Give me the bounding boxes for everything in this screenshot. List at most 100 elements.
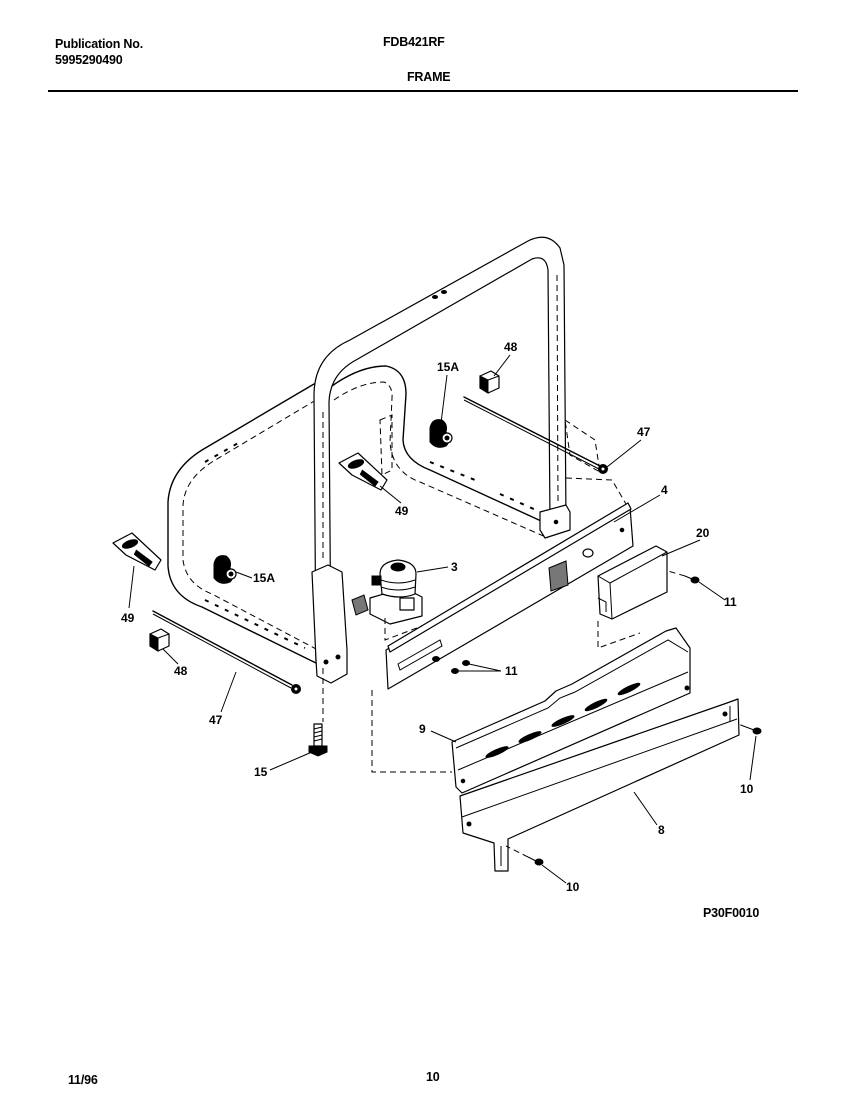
callout-49-upper: 49 <box>395 504 409 518</box>
rail-slot <box>397 639 443 671</box>
screw-head <box>752 727 762 735</box>
frame-top-hole <box>441 290 447 294</box>
leader-lines <box>128 354 757 884</box>
screw-shank <box>745 726 755 731</box>
assembly-line <box>737 723 747 728</box>
rod-shaft-edge <box>463 399 600 470</box>
leader-10-bottom <box>541 864 567 884</box>
rod-eye-hole <box>601 467 605 471</box>
callout-3: 3 <box>451 560 458 574</box>
panel-8-hole <box>722 711 728 717</box>
clip-15a-left <box>213 555 237 584</box>
rod-eye-hole <box>294 687 298 691</box>
leader-15a-left <box>235 571 253 579</box>
panel-8-hole <box>466 821 472 827</box>
panel-9-louver <box>551 715 575 727</box>
footer-date: 11/96 <box>68 1073 98 1087</box>
frame-left-loop-outer <box>167 383 319 665</box>
screw-head <box>534 858 544 866</box>
frame-right-rail-holes <box>429 461 546 515</box>
channel-body <box>597 545 668 620</box>
panel-8 <box>459 698 740 872</box>
panel-8-body <box>459 698 740 872</box>
callout-15a-left: 15A <box>253 571 275 585</box>
hose-clip <box>351 594 369 616</box>
channel-edge <box>609 582 613 620</box>
valve-cap <box>390 562 406 572</box>
rail-4 <box>385 502 634 690</box>
callout-labels: 48 15A 47 4 20 3 15A 11 49 49 48 11 47 9… <box>121 340 754 894</box>
assembly-line <box>505 845 529 858</box>
callout-15: 15 <box>254 765 268 779</box>
leader-47-upper <box>606 439 642 468</box>
leader-49-upper <box>379 485 402 504</box>
channel-20 <box>597 545 668 620</box>
panel-8-crease <box>461 718 738 818</box>
panel-9-hole <box>460 778 466 784</box>
callout-11-right: 11 <box>724 595 737 609</box>
page-number: 10 <box>426 1070 440 1084</box>
bracket-hole <box>121 539 139 549</box>
assembly-line <box>371 690 452 773</box>
rail-mount-hole <box>619 527 625 533</box>
panel-9-louver <box>617 682 641 696</box>
rod-47-left <box>152 610 301 694</box>
callout-47-left: 47 <box>209 713 223 727</box>
assembly-line <box>597 621 641 649</box>
publication-number: 5995290490 <box>55 53 123 67</box>
leader-10-right <box>749 735 757 781</box>
model-number: FDB421RF <box>383 35 445 49</box>
spacer-shade <box>149 633 159 652</box>
channel-lip <box>597 597 607 612</box>
spacer-edge <box>157 633 170 639</box>
screw-head <box>462 660 470 666</box>
callout-48-upper: 48 <box>504 340 518 354</box>
clip-eye-center <box>444 435 450 441</box>
bracket-49-left <box>112 532 162 571</box>
leader-11-rail-b <box>468 663 502 672</box>
screw-15 <box>308 723 328 757</box>
leader-9 <box>430 730 457 743</box>
screw-head <box>451 668 459 674</box>
rail-flange <box>387 502 632 653</box>
panel-9-body <box>451 627 691 794</box>
callout-15a-upper: 15A <box>437 360 459 374</box>
spacer-shade <box>479 375 489 394</box>
assembly-lines <box>322 477 747 858</box>
leader-4 <box>613 494 661 523</box>
rod-mount-plate <box>564 418 601 473</box>
rod-shaft <box>152 610 293 686</box>
frame-top-hole <box>432 295 438 299</box>
bracket-hole <box>335 654 341 660</box>
publication-label: Publication No. <box>55 37 143 51</box>
panel-9-louver <box>518 731 542 743</box>
callout-10-bottom: 10 <box>566 880 580 894</box>
bracket-hole <box>323 659 329 665</box>
leader-11-right <box>698 581 726 601</box>
leader-48-left <box>162 648 179 665</box>
panel-9-top-lip <box>455 639 689 749</box>
screws-11-rail <box>432 656 470 674</box>
callout-48-left: 48 <box>174 664 188 678</box>
panel-9-louver <box>584 698 608 712</box>
rod-47-upper <box>463 396 608 474</box>
valve-coil <box>379 559 417 598</box>
screw-10-bottom <box>527 856 544 866</box>
spacer-edge <box>487 375 500 381</box>
leader-8 <box>633 791 658 826</box>
diagram-code: P30F0010 <box>703 906 760 920</box>
leader-15a-upper <box>440 374 448 424</box>
leader-48-upper <box>493 354 511 377</box>
leader-47-left <box>220 671 237 713</box>
screw-shank <box>684 575 693 580</box>
bracket-rib <box>359 469 379 487</box>
panel-9-louver <box>485 746 509 758</box>
callout-9: 9 <box>419 722 426 736</box>
frame-left-rail-holes <box>204 599 306 649</box>
assembly-line <box>565 477 627 505</box>
screw-10-right <box>745 726 762 735</box>
callout-10-right: 10 <box>740 782 754 796</box>
frame-right-upright-centerline <box>556 274 559 506</box>
callout-49-left: 49 <box>121 611 135 625</box>
